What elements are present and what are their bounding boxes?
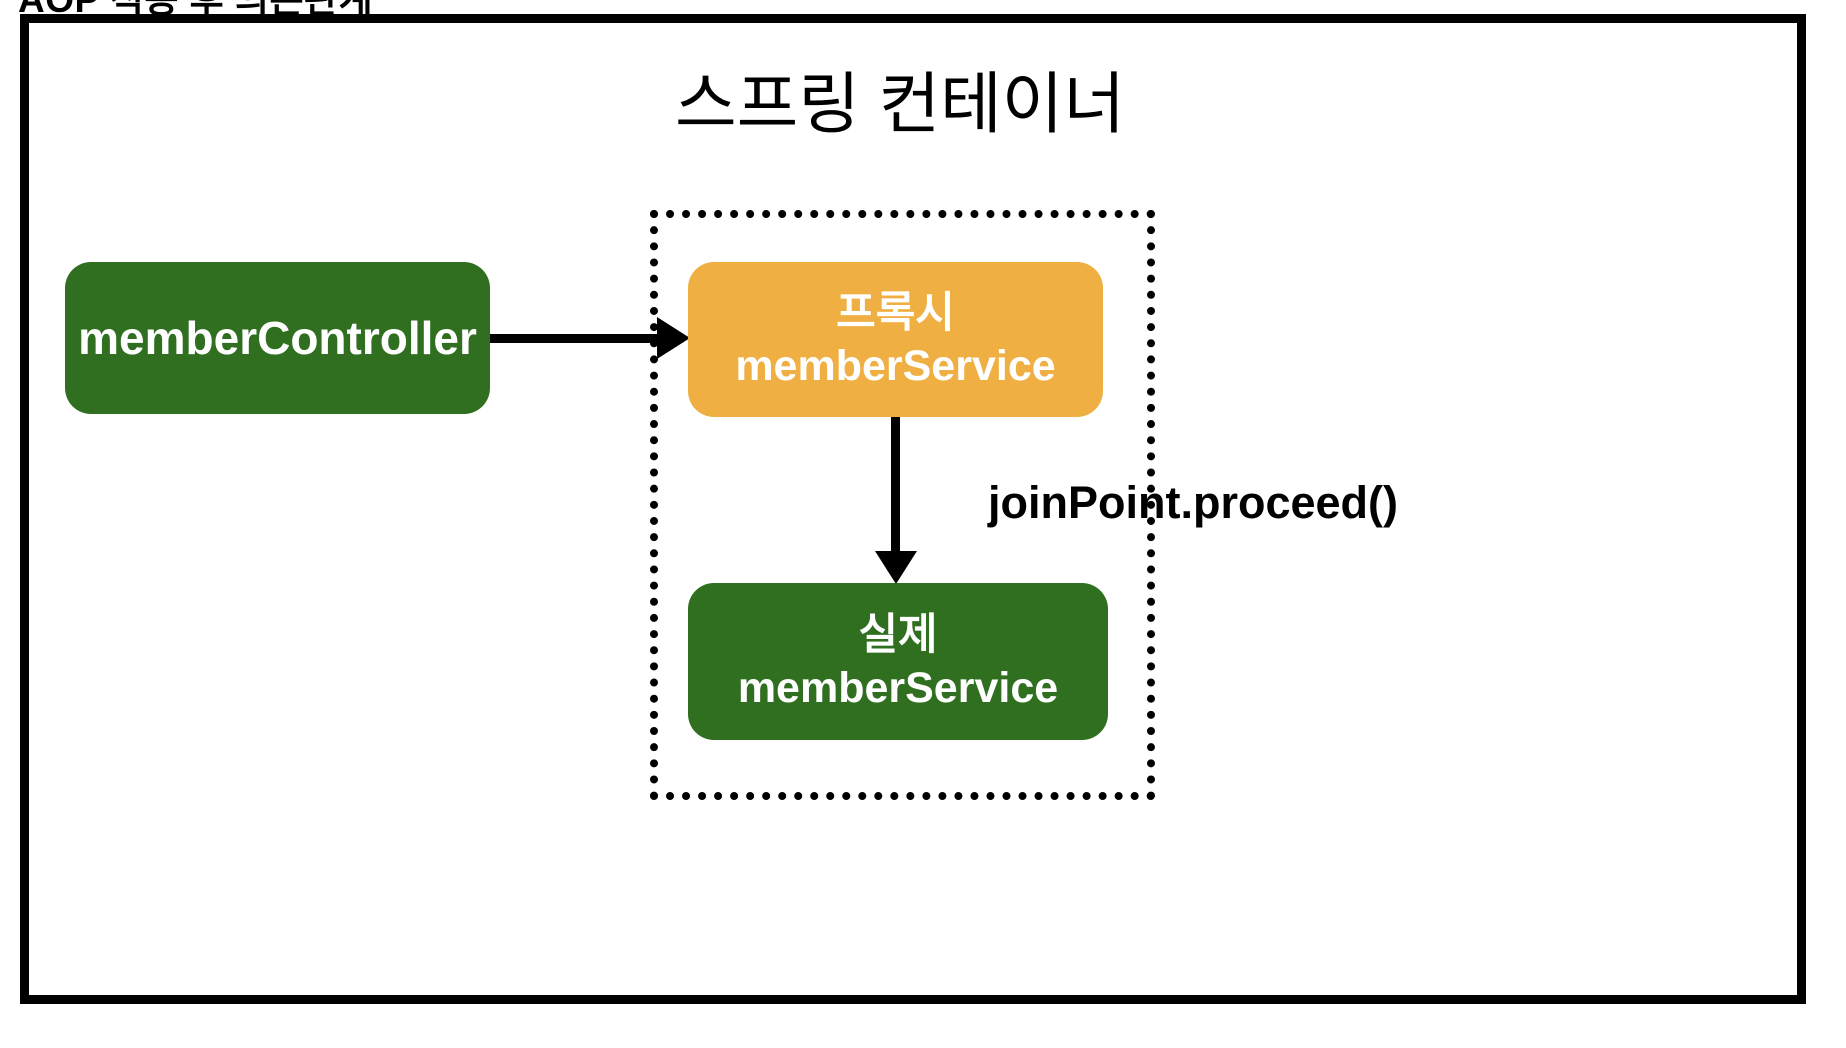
proxy-node-line1: 프록시 [836, 289, 955, 338]
joinpoint-proceed-label: joinPoint.proceed() [988, 477, 1398, 528]
proxy-boundary-dotted-box [650, 210, 1155, 800]
proxy-to-real-arrow-head [875, 551, 917, 584]
spring-container-title: 스프링 컨테이너 [674, 67, 1126, 142]
real-node-line2: memberService [737, 663, 1059, 712]
real-member-service-node: 실제 memberService [688, 583, 1108, 740]
controller-to-proxy-arrow-head [657, 317, 690, 359]
proxy-member-service-node: 프록시 memberService [688, 262, 1103, 417]
member-controller-label: memberController [78, 311, 477, 364]
controller-to-proxy-arrow-line [490, 334, 662, 343]
member-controller-node: memberController [65, 262, 490, 414]
real-node-line1: 실제 [858, 611, 938, 660]
spring-container-box [20, 14, 1806, 1004]
proxy-to-real-arrow-line [891, 417, 900, 553]
proxy-node-line2: memberService [735, 341, 1056, 390]
